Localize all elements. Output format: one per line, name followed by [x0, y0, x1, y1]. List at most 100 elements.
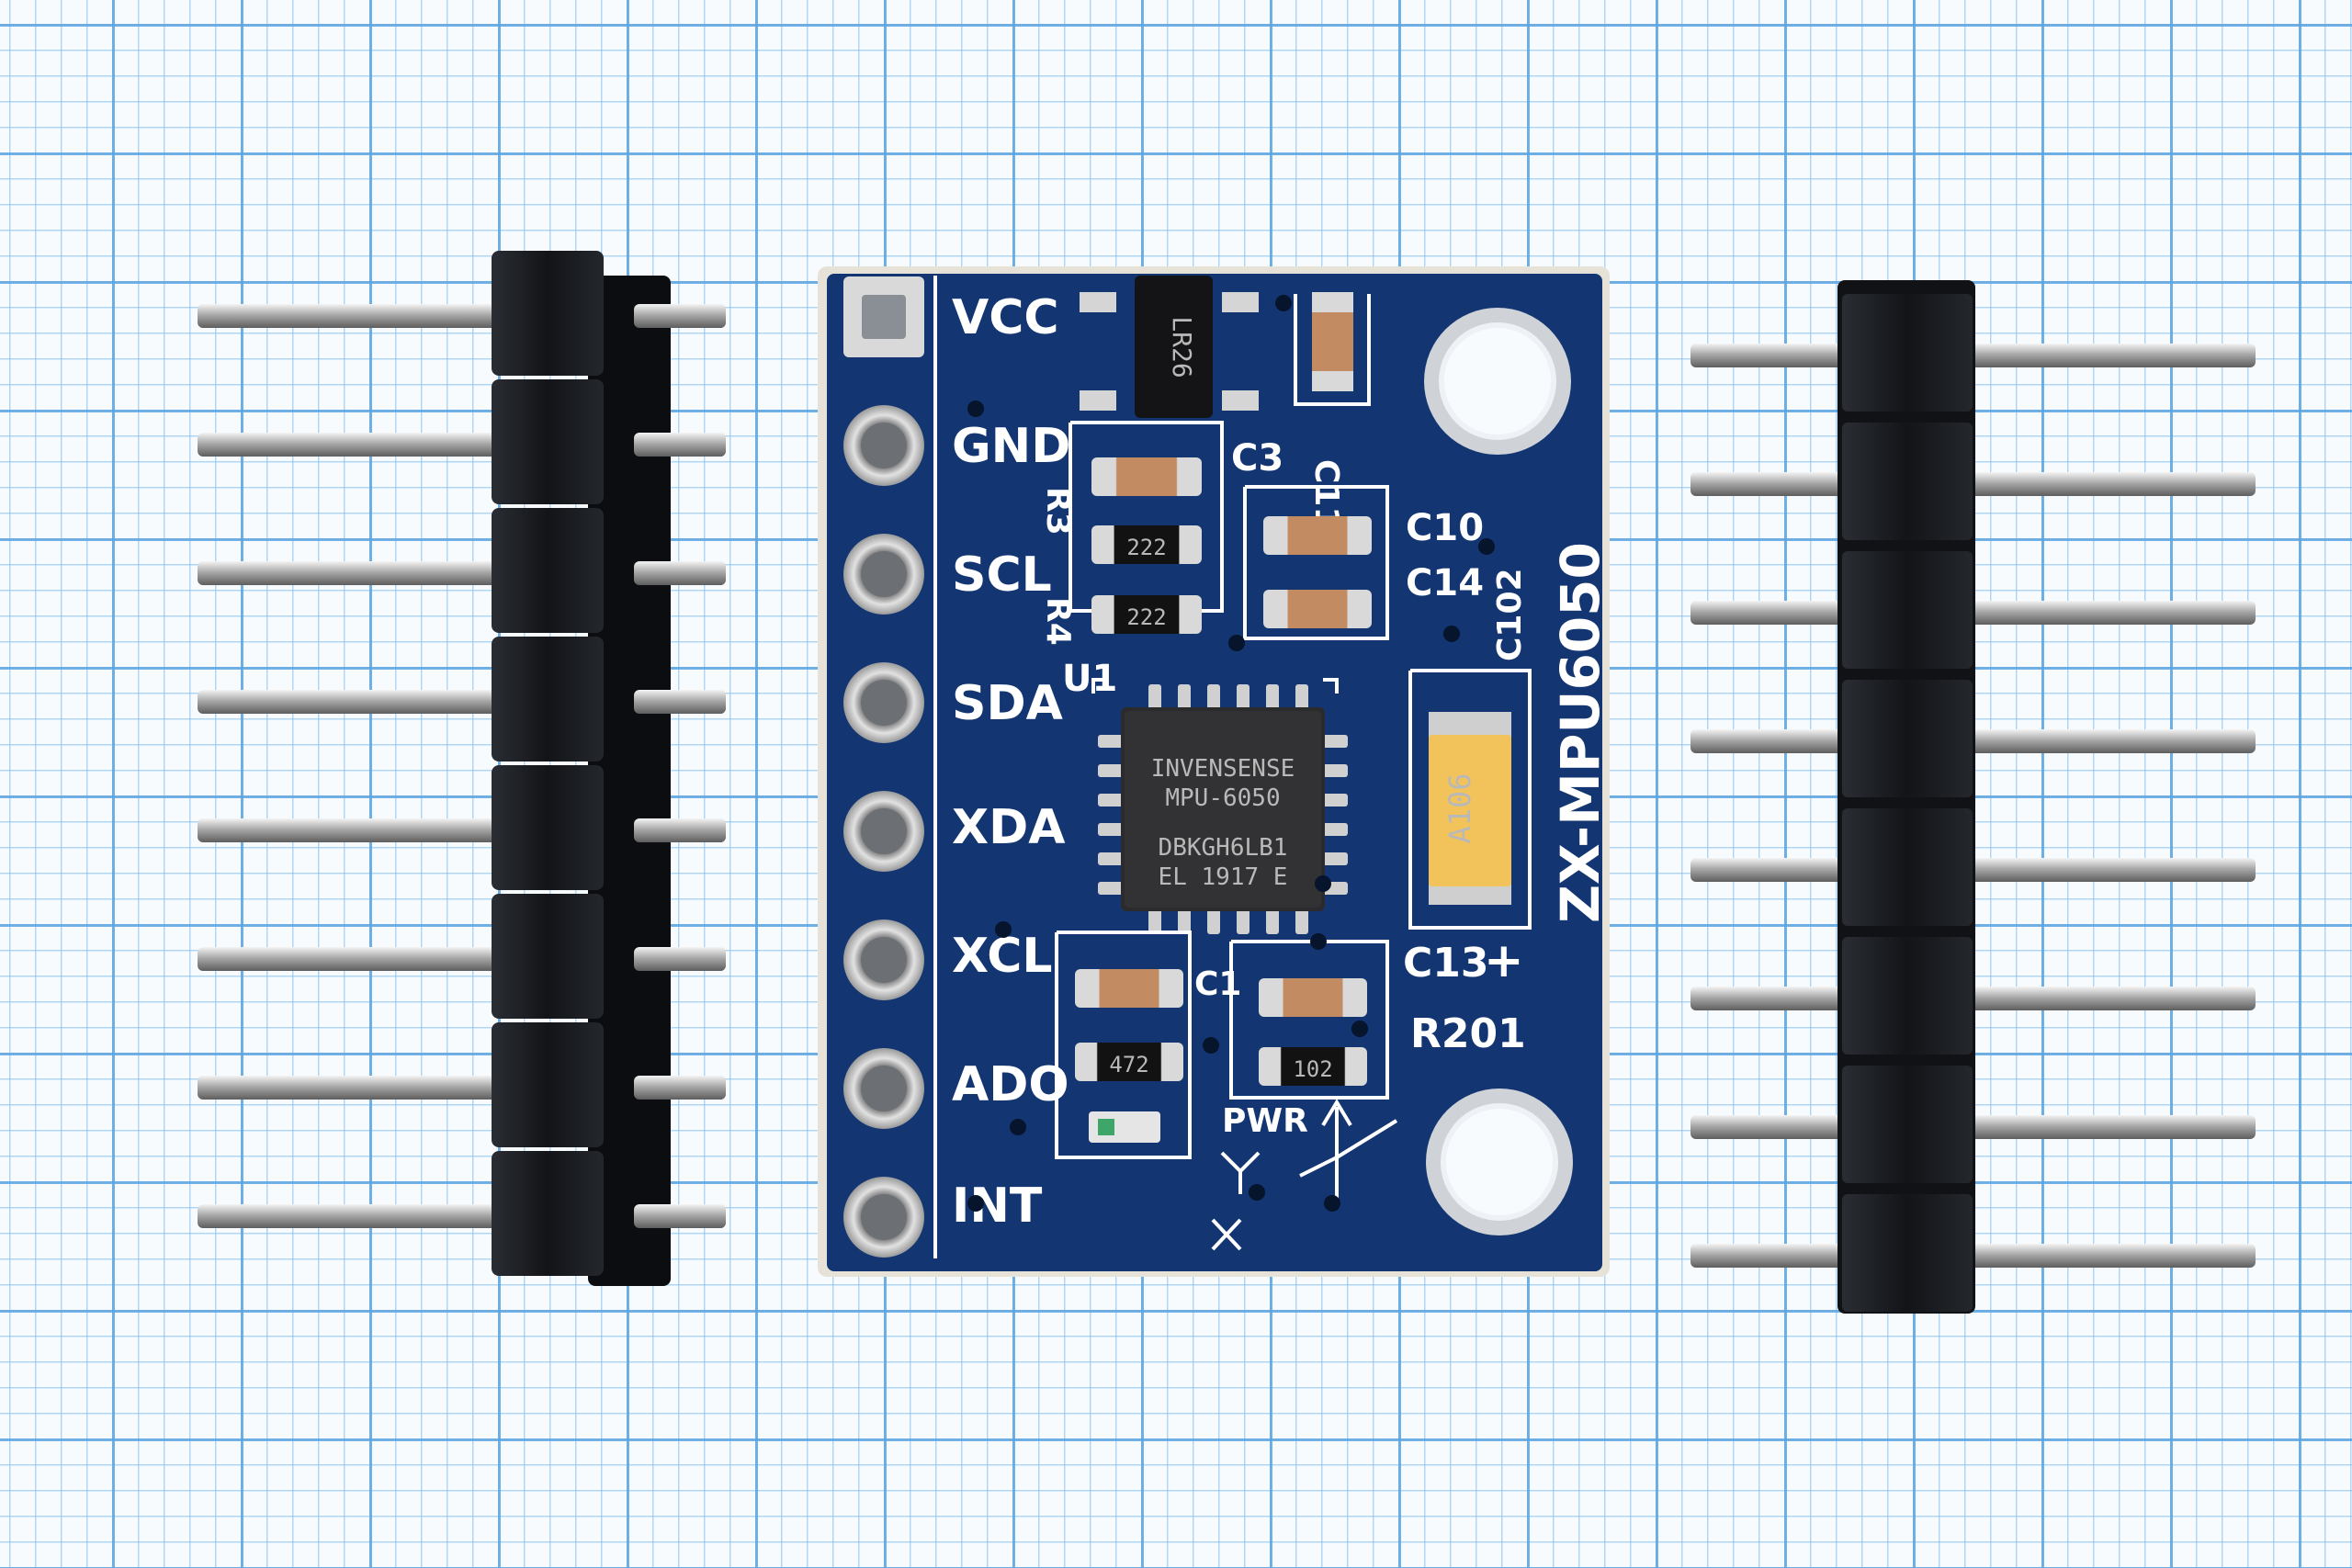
via [1203, 1037, 1219, 1054]
pin-label-ado: ADO [952, 1057, 1069, 1112]
label-c13-plus: + [1484, 933, 1524, 988]
pin-label-int: INT [952, 1179, 1043, 1234]
mounting-hole-top [1424, 308, 1571, 455]
chip-leg [1320, 823, 1348, 836]
pad-hole [861, 1066, 907, 1111]
left-header-long-pin [198, 304, 501, 328]
via [1443, 626, 1460, 642]
right-header-housing [1842, 1194, 1973, 1312]
via [967, 400, 984, 417]
left-header-housing [492, 508, 604, 633]
chip-leg [1148, 907, 1161, 934]
pin-label-xcl: XCL [952, 929, 1053, 984]
axis-arrows [1211, 1099, 1398, 1251]
label-pwr: PWR [1222, 1102, 1308, 1140]
chip-leg [1098, 735, 1125, 748]
chip-leg [1295, 684, 1308, 712]
left-pin-header [198, 251, 726, 1286]
via [1228, 635, 1245, 651]
passive-cluster-bottom-left: 472 C1 [1055, 931, 1241, 1159]
label-r201: R201 [1410, 1010, 1526, 1057]
mounting-hole-bottom [1426, 1089, 1573, 1235]
pin-labels: VCC GND SCL SDA XDA XCL ADO INT [952, 290, 1070, 1234]
pad-hole [862, 295, 906, 339]
chip-leg [1320, 764, 1348, 777]
label-c3: C3 [1231, 437, 1283, 479]
chip-leg [1320, 852, 1348, 865]
resistor-r1-code: 472 [1109, 1052, 1148, 1077]
board-name: ZX-MPU6050 [1549, 542, 1611, 923]
vias [967, 295, 1495, 1212]
capacitor-c3 [1091, 457, 1202, 496]
label-c14: C14 [1406, 562, 1484, 604]
regulator-marking: LR26 [1167, 316, 1197, 378]
capacitor-c1 [1075, 969, 1183, 1008]
chip-leg [1098, 823, 1125, 836]
chip-leg [1178, 907, 1191, 934]
left-header-housing [492, 1151, 604, 1276]
resistor-r4 [1091, 595, 1202, 634]
pin-label-vcc: VCC [952, 290, 1059, 345]
capacitor-c11: C11 [1294, 292, 1371, 530]
chip-leg [1320, 794, 1348, 807]
right-pin-header [1690, 280, 2256, 1314]
chip-line-3: DBKGH6LB1 [1159, 834, 1288, 862]
passive-cluster-top-left: 222 222 C3 R3 R4 U1 [1039, 421, 1283, 700]
chip-leg [1266, 907, 1279, 934]
via [1010, 1119, 1026, 1135]
via [967, 1195, 984, 1212]
via [1324, 1195, 1340, 1212]
capacitor-c10 [1263, 516, 1372, 555]
label-c10: C10 [1406, 507, 1484, 549]
left-header-short-pin-front [634, 947, 726, 971]
left-header-short-pin-front [634, 433, 726, 457]
left-header-housing [492, 894, 604, 1019]
right-header-housing [1842, 551, 1973, 669]
right-header-housing [1842, 1066, 1973, 1183]
left-header-housing [492, 765, 604, 890]
mpu6050-chip: INVENSENSE MPU-6050 DBKGH6LB1 EL 1917 E [1091, 678, 1348, 934]
label-c1: C1 [1194, 965, 1241, 1003]
chip-leg [1237, 907, 1250, 934]
via [1249, 1184, 1265, 1201]
left-header-long-pin [198, 433, 501, 457]
left-header-housing [492, 379, 604, 504]
chip-leg [1207, 684, 1220, 712]
pad-hole [861, 551, 907, 597]
resistor-r1 [1075, 1043, 1183, 1081]
right-header-housing [1842, 294, 1973, 412]
pad-hole [861, 808, 907, 854]
left-header-body-back [588, 276, 671, 1286]
chip-line-4: EL 1917 E [1159, 863, 1288, 891]
label-r3: R3 [1039, 487, 1077, 536]
left-header-long-pin [198, 1204, 501, 1228]
chip-leg [1207, 907, 1220, 934]
pad-hole [861, 423, 907, 468]
left-header-long-pin [198, 1076, 501, 1100]
left-header-short-pin-front [634, 818, 726, 842]
label-u1: U1 [1062, 658, 1117, 700]
left-header-housing [492, 251, 604, 376]
left-header-short-pin-front [634, 690, 726, 714]
voltage-regulator: LR26 [1080, 276, 1259, 418]
right-header-housing [1842, 808, 1973, 926]
pad-hole [861, 680, 907, 726]
capacitor-c14 [1263, 590, 1372, 628]
resistor-r201-code: 102 [1293, 1056, 1332, 1082]
right-header-housing [1842, 680, 1973, 797]
label-c13: C13 [1403, 940, 1489, 987]
label-r4: R4 [1039, 597, 1077, 646]
pin-label-scl: SCL [952, 547, 1052, 603]
label-c102: C102 [1491, 568, 1529, 661]
passive-cluster-top-right: C10 C14 C102 [1243, 485, 1529, 661]
via [1315, 875, 1331, 892]
chip-leg [1178, 684, 1191, 712]
chip-leg [1098, 764, 1125, 777]
chip-leg [1098, 882, 1125, 895]
left-header-housing [492, 1022, 604, 1147]
left-header-long-pin [198, 818, 501, 842]
passive-cluster-bottom-right: 102 C13 + R201 PWR [1222, 933, 1526, 1140]
capacitor-c13 [1259, 978, 1367, 1017]
via [1275, 295, 1292, 311]
